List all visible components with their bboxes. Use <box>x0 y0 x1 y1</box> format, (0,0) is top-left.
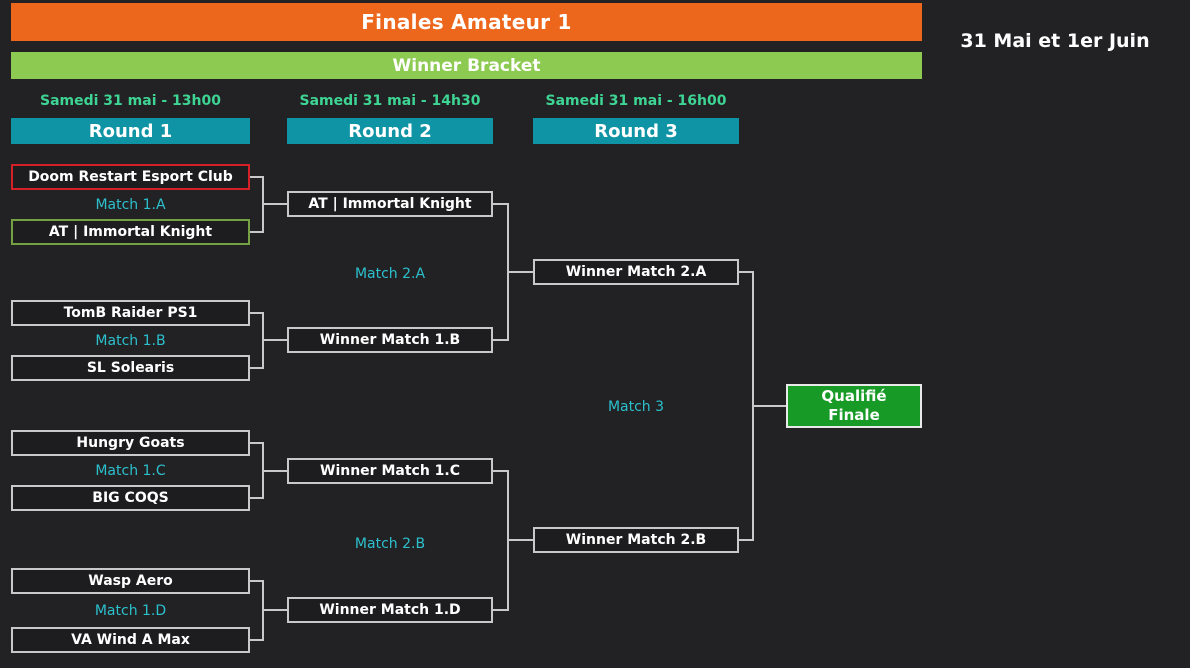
qualified-final-box: Qualifié Finale <box>786 384 922 428</box>
connector <box>250 312 264 369</box>
slot-winner-match-1c: Winner Match 1.C <box>287 458 493 484</box>
bracket-section-header: Winner Bracket <box>11 52 922 79</box>
slot-winner-match-1d: Winner Match 1.D <box>287 597 493 623</box>
round2-header: Round 2 <box>287 118 493 144</box>
connector <box>250 580 264 641</box>
connector <box>493 470 509 611</box>
slot-winner-match-2a: Winner Match 2.A <box>533 259 739 285</box>
match-1b-label: Match 1.B <box>95 332 166 349</box>
connector <box>250 176 264 233</box>
team-wasp-aero: Wasp Aero <box>11 568 250 594</box>
team-big-coqs: BIG COQS <box>11 485 250 511</box>
round2-schedule: Samedi 31 mai - 14h30 <box>299 92 481 109</box>
team-at-immortal-knight: AT | Immortal Knight <box>11 219 250 245</box>
event-dates-text: 31 Mai et 1er Juin <box>960 30 1150 52</box>
match-3-label: Match 3 <box>607 398 665 415</box>
round1-header: Round 1 <box>11 118 250 144</box>
page-title-text: Finales Amateur 1 <box>361 10 572 34</box>
team-tomb-raider-ps1: TomB Raider PS1 <box>11 300 250 326</box>
team-sl-solearis: SL Solearis <box>11 355 250 381</box>
team-va-wind-a-max: VA Wind A Max <box>11 627 250 653</box>
page-title: Finales Amateur 1 <box>11 3 922 41</box>
slot-round2-at-immortal-knight: AT | Immortal Knight <box>287 191 493 217</box>
qualified-final-line1: Qualifié <box>821 387 887 405</box>
bracket-section-label: Winner Bracket <box>392 55 541 76</box>
event-dates: 31 Mai et 1er Juin <box>925 28 1185 54</box>
team-hungry-goats: Hungry Goats <box>11 430 250 456</box>
connector <box>250 442 264 499</box>
team-doom-restart-esport-club: Doom Restart Esport Club <box>11 164 250 190</box>
round3-header: Round 3 <box>533 118 739 144</box>
connector <box>493 203 509 341</box>
match-2a-label: Match 2.A <box>354 265 426 282</box>
match-1d-label: Match 1.D <box>94 602 167 619</box>
connector <box>739 271 754 541</box>
match-1c-label: Match 1.C <box>95 462 166 479</box>
round3-schedule: Samedi 31 mai - 16h00 <box>545 92 727 109</box>
slot-winner-match-2b: Winner Match 2.B <box>533 527 739 553</box>
slot-winner-match-1b: Winner Match 1.B <box>287 327 493 353</box>
qualified-final-line2: Finale <box>828 406 880 424</box>
match-2b-label: Match 2.B <box>354 535 426 552</box>
round1-schedule: Samedi 31 mai - 13h00 <box>40 92 221 109</box>
match-1a-label: Match 1.A <box>95 196 166 213</box>
